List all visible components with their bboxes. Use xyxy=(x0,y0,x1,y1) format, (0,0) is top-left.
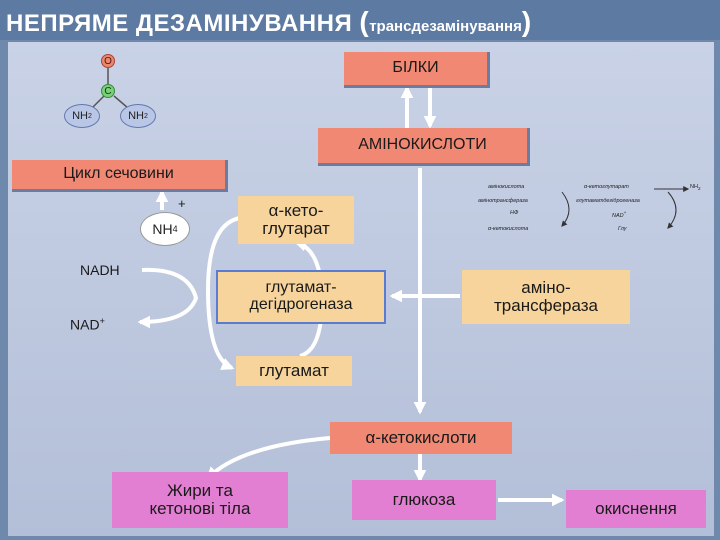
scheme-cofactor-right: NAD+ xyxy=(612,210,626,219)
urea-oxygen-atom: O xyxy=(101,54,115,68)
glutamate-label: глутамат xyxy=(259,361,329,381)
urea-cycle-label: Цикл сечовини xyxy=(63,165,174,183)
proteins-label: БІЛКИ xyxy=(392,59,439,77)
alpha-ketoglutarate-box: α-кето- глутарат xyxy=(238,196,354,244)
ammonium-charge: + xyxy=(178,196,186,211)
nad-plus-label: NAD+ xyxy=(70,316,105,333)
oxidation-label: окиснення xyxy=(595,499,677,519)
glutamate-dehydrogenase-line2: дегідрогеназа xyxy=(249,296,353,313)
scheme-enzyme-right: глутаматдегідрогеназа xyxy=(576,198,640,204)
proteins-box: БІЛКИ xyxy=(344,52,490,88)
urea-carbon-label: C xyxy=(104,85,112,97)
fats-ketone-bodies-line1: Жири та xyxy=(167,481,233,501)
glutamate-dehydrogenase-box: глутамат- дегідрогеназа xyxy=(216,270,386,324)
urea-amine-right-label: NH xyxy=(128,110,144,122)
fats-ketone-bodies-line2: кетонові тіла xyxy=(149,499,251,518)
glucose-label: глюкоза xyxy=(392,490,456,510)
aminotransferase-line2: трансфераза xyxy=(494,296,598,315)
title-main: НЕПРЯМЕ ДЕЗАМІНУВАННЯ xyxy=(6,10,353,37)
ammonium-subscript: 4 xyxy=(172,224,178,234)
arrow-ketoacids-to-fats xyxy=(206,436,331,480)
scheme-glutamate: Глу xyxy=(618,226,627,232)
scheme-amine: NH2 xyxy=(690,184,701,191)
alpha-ketoglutarate-line2: глутарат xyxy=(262,219,330,238)
amino-acids-label: АМІНОКИСЛОТИ xyxy=(358,136,487,154)
scheme-enzyme-left: амінотрансфераза xyxy=(478,198,528,204)
scheme-right-curve xyxy=(667,191,677,229)
glucose-box: глюкоза xyxy=(352,480,496,520)
aminotransferase-box: аміно- трансфераза xyxy=(462,270,630,324)
alpha-keto-acids-box: α-кетокислоти xyxy=(330,422,512,454)
scheme-cofactor-left: НФ xyxy=(510,210,519,216)
arrow-nadh-nad-cycle xyxy=(137,267,199,329)
scheme-amine-sub: 2 xyxy=(697,186,701,192)
urea-amine-right-subscript: 2 xyxy=(143,112,148,120)
scheme-amine-text: NH xyxy=(690,184,698,190)
amino-acids-box: АМІНОКИСЛОТИ xyxy=(318,128,530,166)
ammonium-label: NH xyxy=(152,221,173,237)
nad-plus-superscript: + xyxy=(99,316,105,326)
alpha-keto-acids-label: α-кетокислоти xyxy=(365,428,477,448)
glutamate-dehydrogenase-line1: глутамат- xyxy=(265,279,337,297)
alpha-ketoglutarate-line1: α-кето- xyxy=(268,201,324,221)
scheme-amino-acid: амінокислота xyxy=(488,184,525,190)
scheme-left-curve xyxy=(561,191,570,227)
urea-bond-cn-left xyxy=(91,95,105,109)
urea-amine-left-label: NH xyxy=(72,110,88,122)
glutamate-box: глутамат xyxy=(236,356,352,386)
urea-carbon-atom: C xyxy=(101,84,115,98)
scheme-cofactor-right-text: NAD xyxy=(612,212,624,219)
nad-plus-text: NAD xyxy=(70,316,100,333)
header-bar xyxy=(0,0,720,40)
title-close-paren: ) xyxy=(521,6,532,37)
fats-ketone-bodies-box: Жири та кетонові тіла xyxy=(112,472,288,528)
scheme-alpha-ketoglutarate: α-кетоглутарат xyxy=(584,184,629,190)
arrow-ketoglutarate-to-glutamate xyxy=(205,216,241,370)
aminotransferase-line1: аміно- xyxy=(521,278,571,298)
nadh-label: NADH xyxy=(80,262,120,278)
page-title: НЕПРЯМЕ ДЕЗАМІНУВАННЯ (трансдезамінуванн… xyxy=(6,6,532,38)
urea-oxygen-label: O xyxy=(104,55,112,67)
scheme-cofactor-right-sup: + xyxy=(623,210,627,215)
urea-amine-left-subscript: 2 xyxy=(87,112,92,120)
scheme-alpha-keto-acid: α-кетокислота xyxy=(488,226,529,232)
title-subtitle: трансдезамінування xyxy=(369,18,522,35)
urea-cycle-box: Цикл сечовини xyxy=(12,160,228,192)
title-open-paren: ( xyxy=(359,6,370,37)
oxidation-box: окиснення xyxy=(566,490,706,528)
